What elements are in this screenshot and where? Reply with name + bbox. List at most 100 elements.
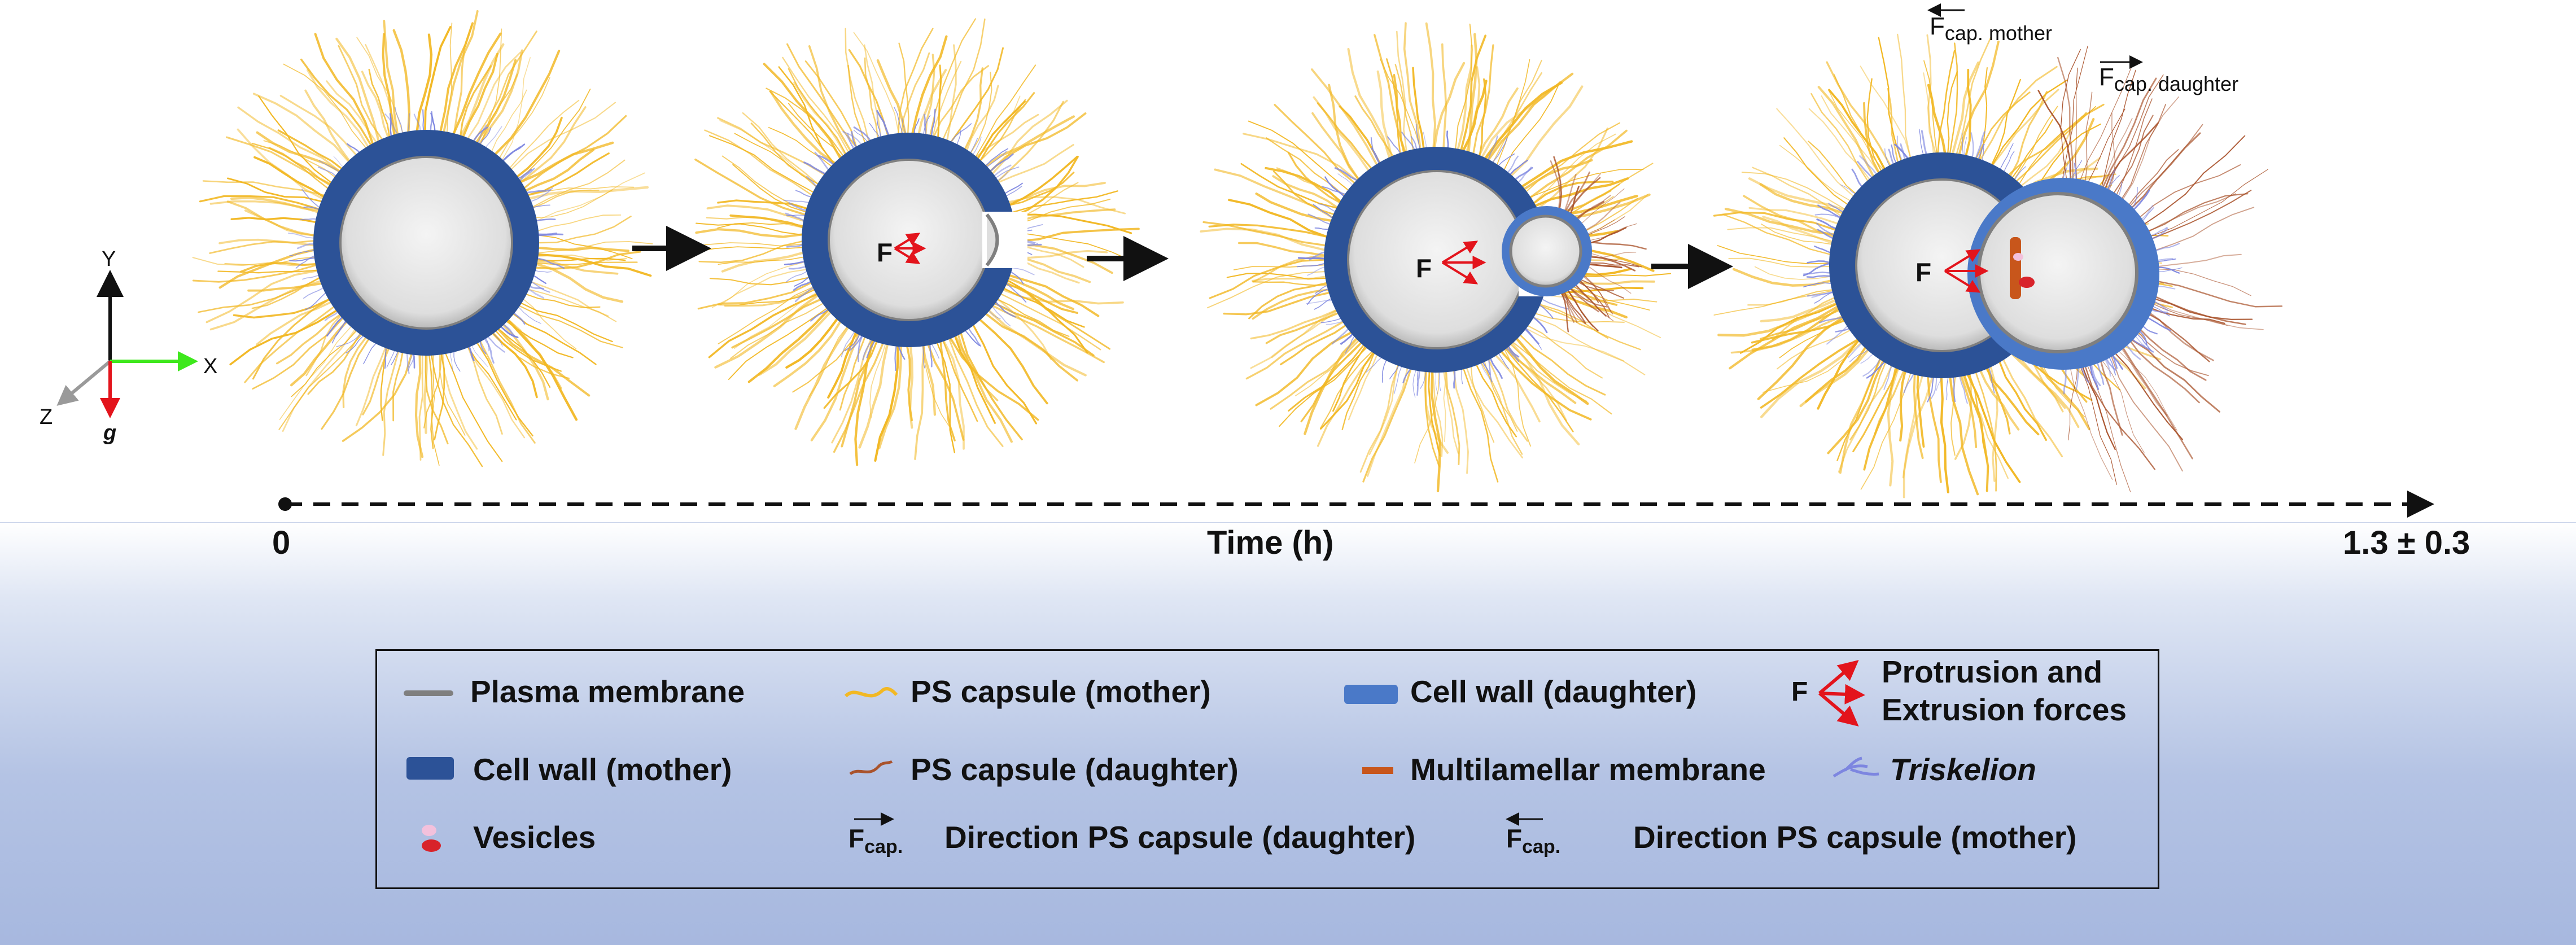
legend-fcap-daughter-symbol: Fcap. [849,824,903,858]
capsule-fiber-mother [510,312,597,365]
capsule-fiber-mother [1957,40,2000,158]
capsule-fiber-mother [1772,296,1838,341]
capsule-fiber-mother [1978,65,2058,163]
capsule-fiber-mother [900,52,930,137]
capsule-fiber-mother [1821,95,1880,176]
capsule-fiber-mother [430,352,483,467]
capsule-fiber-daughter [2153,268,2251,296]
capsule-fiber-mother [788,103,844,160]
capsule-fiber-mother [1751,318,1848,344]
capsule-fiber-mother [1412,67,1425,152]
budding-membrane [985,213,999,266]
capsule-fiber-mother [1761,224,1835,246]
capsule-fiber-daughter [2080,361,2116,450]
capsule-fiber-mother [1964,68,1972,159]
capsule-fiber-mother [1359,362,1399,473]
capsule-fiber-mother [734,133,821,186]
capsule-fiber-mother [338,45,384,142]
capsule-fiber-daughter [2115,347,2177,431]
capsule-fiber-mother [1808,108,1872,182]
capsule-fiber-daughter [2060,49,2081,184]
capsule-fiber-daughter [2100,69,2136,192]
capsule-fiber-mother [192,257,319,266]
capsule-fiber-mother [1209,259,1328,299]
capsule-fiber-mother [306,69,370,150]
triskelion-swatch [1832,756,1879,778]
capsule-fiber-daughter [2143,193,2249,234]
capsule-fiber-mother [1493,352,1541,423]
stage-3 [1200,22,1672,493]
capsule-fiber-mother [758,309,833,376]
capsule-fiber-mother [1280,323,1349,366]
capsule-fiber-mother [518,301,613,343]
capsule-fiber-mother [198,276,322,313]
capsule-fiber-mother [1274,104,1358,186]
capsule-fiber-daughter [2150,297,2253,321]
capsule-fiber-mother [714,292,821,369]
capsule-fiber-mother [719,120,821,186]
capsule-fiber-mother [492,50,561,157]
capsule-fiber-mother [533,172,646,222]
capsule-fiber-mother [1728,257,1832,268]
capsule-fiber-mother [2008,91,2048,180]
capsule-fiber-mother [1478,78,1487,159]
force-swatch-arrow-down [1818,692,1859,727]
triskelion [2075,365,2080,391]
capsule-fiber-mother [535,234,633,260]
capsule-fiber-mother [1989,363,1998,482]
capsule-fiber-mother [1403,22,1422,152]
force-label-stage4: F [1915,257,1932,287]
fcap-mother-label: Fcap. mother [1930,12,2052,45]
capsule-fiber-mother [1777,328,1853,370]
capsule-fiber-mother [1445,368,1460,466]
capsule-fiber-mother [1367,365,1409,477]
capsule-fiber-mother [439,351,466,436]
legend-multilamellar-membrane: Multilamellar membrane [1410,752,1766,787]
legend-cell-wall-mother: Cell wall (mother) [473,752,732,787]
capsule-fiber-mother [477,49,523,147]
capsule-fiber-mother [224,256,318,266]
triskelion [2090,362,2101,387]
capsule-fiber-mother [1485,72,1574,163]
capsule-fiber-mother [1997,358,2047,441]
capsule-fiber-mother [1250,308,1340,340]
capsule-fiber-mother [392,349,404,422]
capsule-fiber-mother [1294,341,1364,396]
capsule-fiber-daughter [2136,164,2241,221]
capsule-fiber-mother [1341,350,1376,430]
capsule-fiber-mother [897,28,934,137]
capsule-fiber-daughter [2111,349,2183,440]
stage-2 [680,18,1140,466]
capsule-fiber-mother [706,216,806,229]
capsule-fiber-mother [1525,323,1603,379]
capsule-fiber-daughter [2084,91,2093,187]
capsule-fiber-mother [256,131,343,174]
x-axis-label: X [203,355,218,378]
capsule-fiber-mother [1467,33,1478,156]
capsule-fiber-daughter [2061,45,2088,184]
triskelion [2081,364,2089,383]
capsule-fiber-mother [1940,374,1949,493]
capsule-fiber-mother [522,148,594,193]
capsule-fiber-mother [717,222,806,229]
capsule-fiber-mother [217,269,321,274]
capsule-fiber-mother [717,199,810,211]
capsule-fiber-mother [1477,87,1519,159]
stage-1 [192,10,653,467]
capsule-fiber-mother [380,344,388,421]
capsule-fiber-mother [2014,112,2087,183]
capsule-fiber-daughter [2068,362,2078,441]
capsule-fiber-mother [490,89,527,154]
triskelion [2145,316,2171,331]
capsule-fiber-mother [1878,37,1903,164]
capsule-fiber-mother [478,338,536,444]
capsule-fiber-mother [1248,120,1351,193]
vesicle-swatch-pink [422,825,436,836]
legend-protrusion-line2: Extrusion forces [1882,692,2127,727]
capsule-fiber-daughter [2119,344,2168,417]
capsule-fiber-mother [982,115,1075,169]
capsule-fiber-mother [526,186,649,200]
capsule-fiber-mother [956,331,999,401]
capsule-fiber-mother [1208,224,1330,238]
capsule-fiber-mother [1311,68,1379,168]
